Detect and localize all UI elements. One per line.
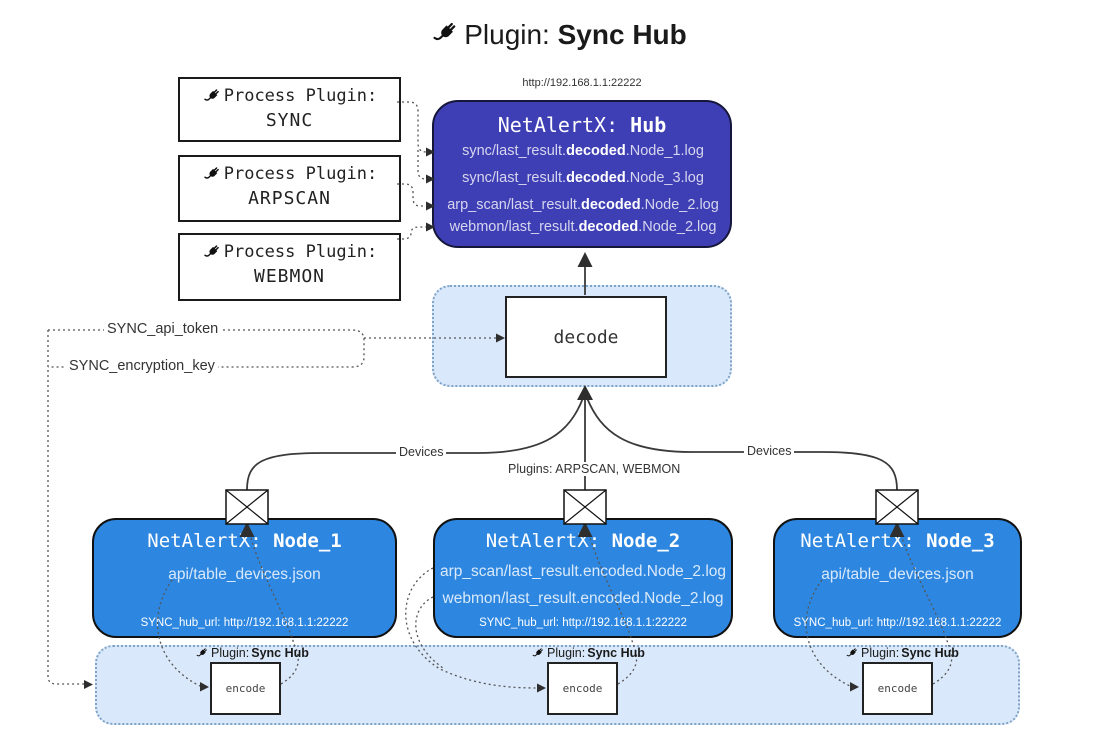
plug-icon bbox=[202, 242, 222, 262]
node-title: NetAlertX: Node_2 bbox=[485, 530, 681, 552]
process-plugin-name: WEBMON bbox=[253, 266, 326, 287]
hub-title-prefix: NetAlertX: bbox=[497, 113, 631, 137]
hub-log-line: sync/last_result.decoded.Node_3.log bbox=[462, 170, 704, 186]
process-plugin-box-webmon: Process Plugin: WEBMON bbox=[178, 233, 401, 301]
edge-sync-to-hub bbox=[397, 101, 435, 184]
setting-sync-api-token: SYNC_api_token bbox=[104, 321, 222, 337]
node-box-node3: NetAlertX: Node_3 api/table_devices.json… bbox=[773, 518, 1022, 638]
node-hub-url: SYNC_hub_url: http://192.168.1.1:22222 bbox=[140, 617, 349, 629]
plug-icon bbox=[531, 646, 545, 660]
process-plugin-label: Process Plugin: bbox=[223, 242, 378, 262]
node-hub-url: SYNC_hub_url: http://192.168.1.1:22222 bbox=[479, 617, 687, 629]
process-plugin-label: Process Plugin: bbox=[223, 86, 378, 106]
setting-sync-encryption-key: SYNC_encryption_key bbox=[66, 358, 218, 374]
edge-arpscan-to-hub bbox=[397, 183, 435, 211]
edge-node3-to-decode bbox=[586, 397, 898, 491]
encode-plugin-label: Plugin: Sync Hub bbox=[845, 646, 959, 660]
process-plugin-label: Process Plugin: bbox=[223, 164, 378, 184]
edge-webmon-to-hub bbox=[397, 222, 435, 240]
node-box-node2: NetAlertX: Node_2 arp_scan/last_result.e… bbox=[433, 518, 733, 638]
process-plugin-box-arpscan: Process Plugin: ARPSCAN bbox=[178, 155, 401, 222]
encode-box-node3: encode bbox=[862, 662, 933, 715]
hub-log-line: arp_scan/last_result.decoded.Node_2.log bbox=[447, 197, 719, 213]
page-title-bold: Sync Hub bbox=[557, 19, 687, 50]
hub-log-line: sync/last_result.decoded.Node_1.log bbox=[462, 143, 704, 159]
encode-box-node2: encode bbox=[547, 662, 618, 715]
page-title-prefix: Plugin: bbox=[464, 19, 558, 50]
hub-title-bold: Hub bbox=[630, 113, 667, 137]
process-plugin-name: ARPSCAN bbox=[248, 188, 331, 209]
plug-icon bbox=[195, 646, 209, 660]
hub-box bbox=[432, 100, 732, 248]
plug-icon bbox=[202, 86, 222, 106]
plug-icon bbox=[202, 164, 222, 184]
encode-box-node1: encode bbox=[210, 662, 281, 715]
page-title: Plugin: Sync Hub bbox=[0, 18, 1117, 51]
node-title: NetAlertX: Node_3 bbox=[800, 530, 995, 552]
encode-plugin-label: Plugin: Sync Hub bbox=[195, 646, 309, 660]
node-hub-url: SYNC_hub_url: http://192.168.1.1:22222 bbox=[793, 617, 1002, 629]
edge-label-plugins-mid: Plugins: ARPSCAN, WEBMON bbox=[505, 462, 684, 476]
process-plugin-box-sync: Process Plugin: SYNC bbox=[178, 77, 401, 142]
edge-node1-to-decode bbox=[246, 397, 584, 491]
hub-url: http://192.168.1.1:22222 bbox=[522, 77, 642, 89]
node-file-line: arp_scan/last_result.encoded.Node_2.log bbox=[439, 563, 727, 580]
hub-log-line: webmon/last_result.decoded.Node_2.log bbox=[449, 219, 717, 235]
plug-icon bbox=[430, 18, 460, 48]
process-plugin-name: SYNC bbox=[265, 110, 314, 131]
node-file-line: api/table_devices.json bbox=[168, 566, 321, 583]
node-title: NetAlertX: Node_1 bbox=[147, 530, 342, 552]
edge-label-devices-right: Devices bbox=[744, 444, 795, 458]
node-box-node1: NetAlertX: Node_1 api/table_devices.json… bbox=[92, 518, 397, 638]
edge-label-devices-left: Devices bbox=[396, 445, 447, 459]
hub-title: NetAlertX: Hub bbox=[432, 113, 732, 137]
node-file-line: webmon/last_result.encoded.Node_2.log bbox=[442, 590, 724, 607]
node-file-line: api/table_devices.json bbox=[821, 566, 974, 583]
encode-plugin-label: Plugin: Sync Hub bbox=[531, 646, 645, 660]
decode-box: decode bbox=[505, 296, 667, 378]
plug-icon bbox=[845, 646, 859, 660]
fan-in-arrowhead bbox=[577, 385, 593, 400]
